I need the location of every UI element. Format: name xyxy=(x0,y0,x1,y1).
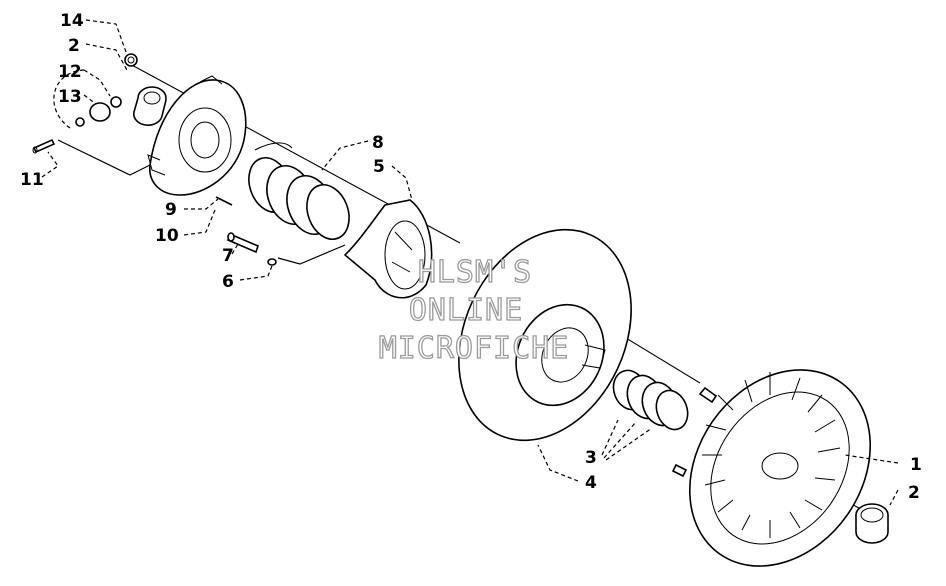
spider-cover-part xyxy=(147,75,247,196)
spring-part-8 xyxy=(248,142,350,240)
callout-8: 8 xyxy=(372,133,384,153)
cam-part-5 xyxy=(343,199,433,299)
roller-part-13 xyxy=(89,102,111,122)
nut-part-6 xyxy=(267,258,277,266)
spring-part-3 xyxy=(612,369,689,431)
callout-6: 6 xyxy=(222,272,234,292)
callout-12: 12 xyxy=(58,62,82,82)
callout-14: 14 xyxy=(60,11,84,31)
pin-part-9 xyxy=(215,196,233,206)
bushing-part-2-bottom xyxy=(855,503,889,544)
callout-2-top: 2 xyxy=(68,36,80,56)
callout-7: 7 xyxy=(222,246,234,266)
callout-9: 9 xyxy=(165,200,177,220)
callout-labels: 14 2 12 13 11 9 10 7 6 8 5 3 4 1 2 xyxy=(20,11,922,503)
callout-2-bottom: 2 xyxy=(908,483,920,503)
washer-part-12 xyxy=(75,96,122,127)
watermark-line-1: HLSM'S xyxy=(418,255,532,290)
callout-4: 4 xyxy=(585,473,597,493)
watermark-line-3: MICROFICHE xyxy=(379,331,570,366)
callout-5: 5 xyxy=(373,157,385,177)
callout-13: 13 xyxy=(58,87,82,107)
moveable-sheave-part-4 xyxy=(458,228,632,442)
callout-3: 3 xyxy=(585,448,597,468)
bushing-part-2-top xyxy=(132,86,167,126)
watermark-line-2: ONLINE xyxy=(409,293,523,328)
callout-1: 1 xyxy=(910,455,922,475)
callout-11: 11 xyxy=(20,170,44,190)
bolt-part-7 xyxy=(227,232,259,254)
callout-10: 10 xyxy=(155,226,179,246)
nut-part-14 xyxy=(124,53,138,67)
leader-lines xyxy=(41,19,899,506)
watermark: HLSM'S ONLINE MICROFICHE xyxy=(378,254,570,366)
fixed-sheave-part-1 xyxy=(671,369,872,567)
pin-part-11 xyxy=(32,138,56,154)
